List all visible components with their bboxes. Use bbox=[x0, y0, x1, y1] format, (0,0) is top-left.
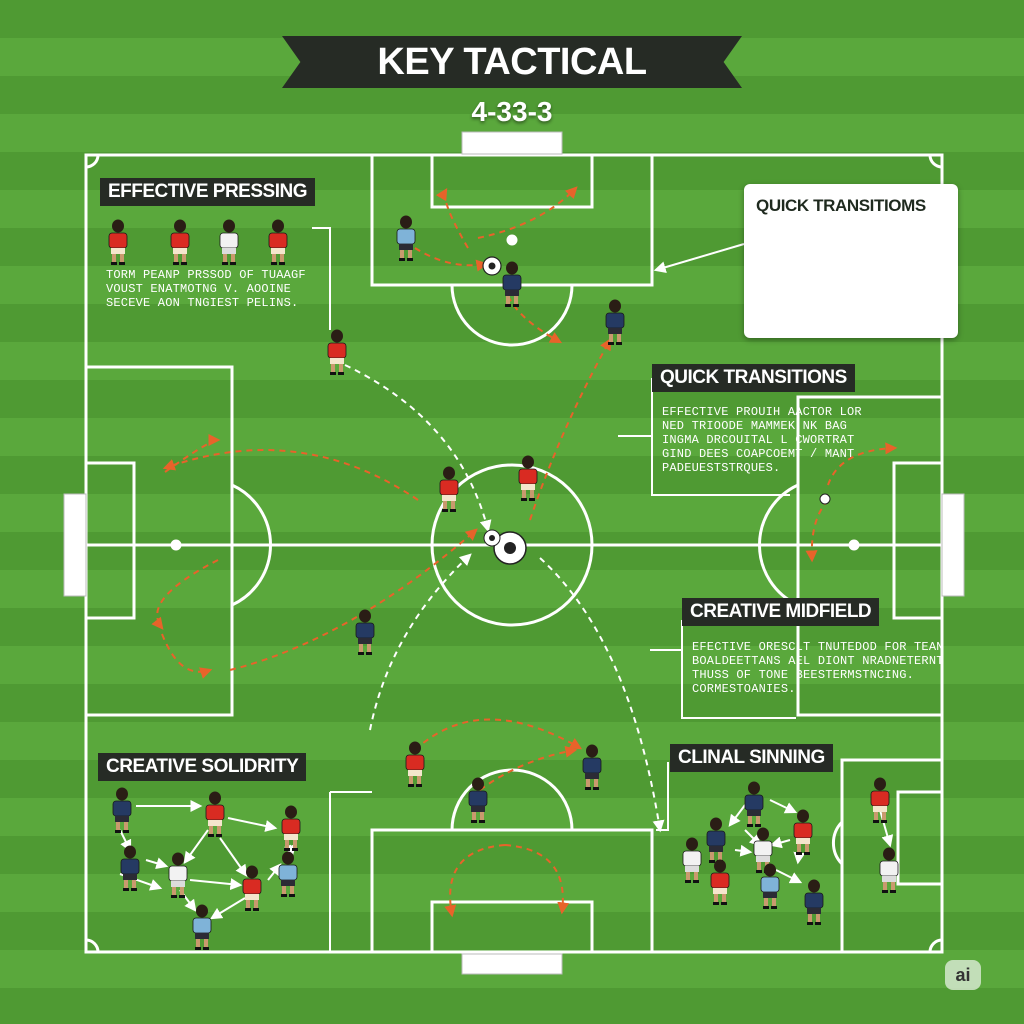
top-six-yard-box bbox=[430, 153, 594, 209]
player-marker bbox=[405, 741, 425, 787]
player-marker bbox=[268, 219, 288, 265]
player-marker bbox=[327, 329, 347, 375]
player-marker bbox=[605, 299, 625, 345]
player-marker bbox=[120, 845, 140, 891]
pass-arrows bbox=[151, 186, 898, 918]
creative-solidity-label: CREATIVE SOLIDRITY bbox=[98, 753, 307, 781]
left-goal-net bbox=[63, 493, 87, 597]
quick-transitions-desc: EFFECTIVE PROUIH AACTOR LOR NED TRIOODE … bbox=[662, 405, 862, 475]
solidity-arrows bbox=[119, 800, 297, 920]
player-marker bbox=[396, 215, 416, 261]
player-marker bbox=[744, 781, 764, 827]
clinal-sinning-label: CLINAL SINNING bbox=[670, 744, 833, 772]
centre-circle bbox=[430, 463, 594, 627]
title-banner: KEY TACTICAL ELEMENTS bbox=[282, 36, 742, 88]
top-penalty-arc bbox=[450, 284, 574, 347]
left-penalty-arc bbox=[231, 483, 272, 607]
player-marker bbox=[879, 847, 899, 893]
pitch-lines bbox=[84, 153, 944, 954]
creative-midfield-label: CREATIVE MIDFIELD bbox=[682, 598, 880, 626]
player-marker bbox=[682, 837, 702, 883]
football-center bbox=[483, 529, 527, 565]
player-marker bbox=[168, 852, 188, 898]
football-right bbox=[819, 493, 831, 505]
player-marker bbox=[108, 219, 128, 265]
right-six-yard-box bbox=[892, 461, 944, 620]
effective-pressing-desc: TORM PEANP PRSSOD OF TUAAGF VOUST ENATMO… bbox=[106, 268, 306, 310]
right-goal-net bbox=[941, 493, 965, 597]
player-marker bbox=[468, 777, 488, 823]
player-marker bbox=[793, 809, 813, 855]
player-marker bbox=[205, 791, 225, 837]
player-marker bbox=[355, 609, 375, 655]
player-marker bbox=[518, 455, 538, 501]
player-marker bbox=[278, 851, 298, 897]
top-goal-net bbox=[461, 131, 563, 155]
player-marker bbox=[760, 863, 780, 909]
quick-transitions-label: QUICK TRANSITIONS bbox=[652, 364, 855, 392]
football-top bbox=[482, 256, 502, 276]
player-marker bbox=[502, 261, 522, 307]
bottom-goal-net bbox=[461, 953, 563, 975]
player-marker bbox=[242, 865, 262, 911]
quick-transitions-card-title: QUICK TRANSITIOMS bbox=[756, 196, 926, 215]
creative-midfield-desc: EFECTIVE ORESCLT TNUTEDOD FOR TEAN BOALD… bbox=[692, 640, 944, 696]
quick-transitions-card: QUICK TRANSITIOMS bbox=[744, 184, 958, 338]
effective-pressing-label: EFFECTIVE PRESSING bbox=[100, 178, 315, 206]
player-marker bbox=[706, 817, 726, 863]
player-marker bbox=[582, 744, 602, 790]
player-marker bbox=[219, 219, 239, 265]
player-marker bbox=[804, 879, 824, 925]
player-marker bbox=[870, 777, 890, 823]
right-penalty-arc bbox=[758, 483, 799, 607]
player-marker bbox=[281, 805, 301, 851]
left-penalty-box bbox=[84, 365, 234, 717]
player-marker bbox=[439, 466, 459, 512]
left-six-yard-box bbox=[84, 461, 136, 620]
formation-label: 4-33-3 bbox=[471, 96, 553, 127]
player-marker bbox=[192, 904, 212, 950]
player-marker bbox=[710, 859, 730, 905]
ai-badge: ai bbox=[945, 960, 981, 990]
player-marker bbox=[112, 787, 132, 833]
player-marker bbox=[170, 219, 190, 265]
goal-nets bbox=[63, 131, 965, 975]
bottom-six-yard-box bbox=[430, 900, 594, 954]
bottom-penalty-box bbox=[370, 828, 654, 954]
